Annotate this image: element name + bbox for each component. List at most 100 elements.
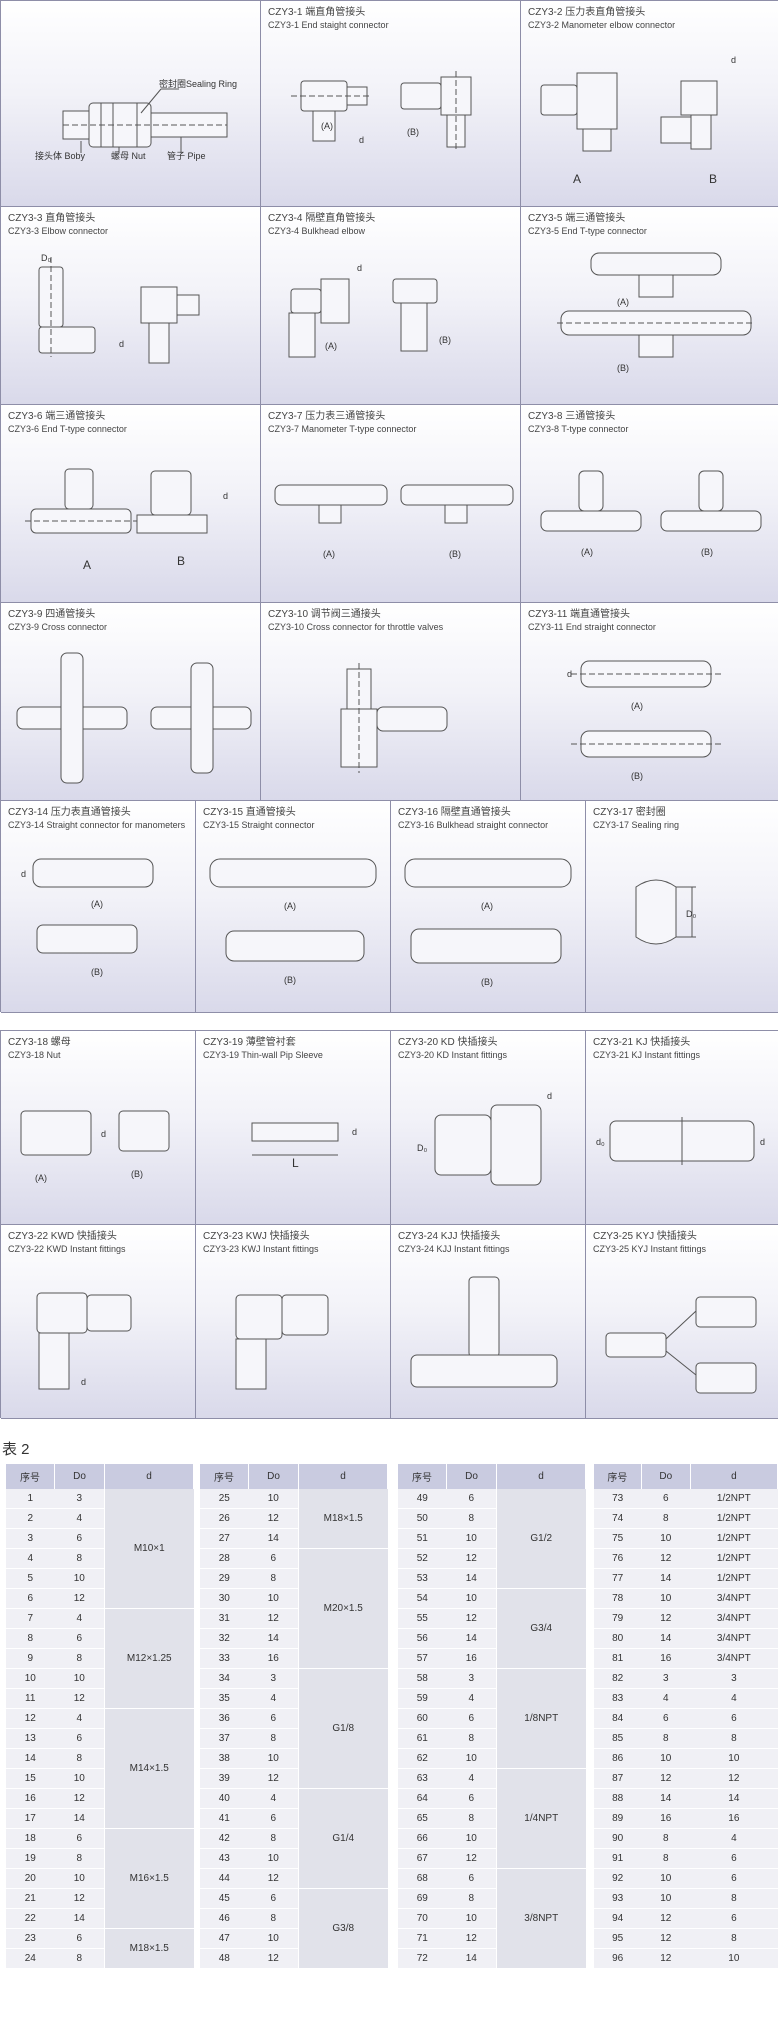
czy3-22-label-d: d: [81, 1377, 86, 1387]
czy3-11-label-a: (A): [631, 701, 643, 711]
czy3-20-title-en: CZY3-20 KD Instant fittings: [398, 1050, 508, 1060]
cell-do: 12: [641, 1548, 691, 1569]
cell-do: 8: [446, 1728, 497, 1749]
cell-no: 79: [594, 1608, 642, 1629]
cell-do: 4: [248, 1688, 299, 1709]
czy3-16-label-a: (A): [481, 901, 493, 911]
header-no: 序号: [594, 1464, 642, 1489]
czy3-2-label-d: d: [731, 55, 736, 65]
czy3-19-title-en: CZY3-19 Thin-wall Pip Sleeve: [203, 1050, 323, 1060]
czy3-5-drawing: (A) (B): [557, 252, 755, 373]
cell-d: 4: [690, 1688, 778, 1709]
czy3-21-title-en: CZY3-21 KJ Instant fittings: [593, 1050, 701, 1060]
czy3-8-label-a: (A): [581, 547, 593, 557]
cell-no: 78: [594, 1588, 642, 1609]
cell-no: 71: [398, 1928, 447, 1949]
czy3-24-drawing: [410, 1276, 558, 1388]
czy3-16-title-zh: CZY3-16 隔壁直通管接头: [398, 807, 511, 818]
cell-no: 42: [200, 1828, 249, 1849]
cell-do: 14: [446, 1948, 497, 1969]
cell-do: 12: [248, 1508, 299, 1529]
czy3-6-label-b: B: [177, 554, 185, 568]
cell-no: 66: [398, 1828, 447, 1849]
cell-no: 96: [594, 1948, 642, 1969]
cell-no: 62: [398, 1748, 447, 1769]
header-no: 序号: [200, 1464, 249, 1489]
nut-label: 螺母 Nut: [111, 151, 146, 161]
cell-d: M20×1.5: [298, 1548, 388, 1669]
cell-d: 1/2NPT: [690, 1508, 778, 1529]
cell-no: 59: [398, 1688, 447, 1709]
cell-do: 10: [446, 1528, 497, 1549]
cell-no: 13: [6, 1728, 55, 1749]
czy3-11-label-b: (B): [631, 771, 643, 781]
fittings-catalog-grid: 密封圈Sealing Ring 接头体 Boby 螺母 Nut 管子 Pipe …: [0, 0, 778, 1013]
assembly-diagram: 密封圈Sealing Ring 接头体 Boby 螺母 Nut 管子 Pipe: [35, 78, 237, 161]
cell-do: 8: [641, 1828, 691, 1849]
cell-no: 50: [398, 1508, 447, 1529]
header-do: Do: [446, 1464, 497, 1489]
czy3-22-title-en: CZY3-22 KWD Instant fittings: [8, 1244, 126, 1254]
cell-do: 4: [248, 1788, 299, 1809]
cell-do: 14: [446, 1568, 497, 1589]
cell-no: 18: [6, 1828, 55, 1849]
cell-do: 10: [248, 1848, 299, 1869]
cell-d: 8: [690, 1888, 778, 1909]
cell-d: 1/2NPT: [690, 1548, 778, 1569]
cell-d: M14×1.5: [104, 1708, 194, 1829]
cell-do: 10: [54, 1568, 105, 1589]
cell-d: M10×1: [104, 1489, 194, 1609]
cell-no: 76: [594, 1548, 642, 1569]
cell-no: 51: [398, 1528, 447, 1549]
czy3-2-label-a: A: [573, 172, 581, 186]
czy3-23-drawing: [235, 1294, 329, 1390]
czy3-11-title-zh: CZY3-11 端直通管接头: [528, 609, 631, 620]
cell-no: 3: [6, 1528, 55, 1549]
czy3-8-label-b: (B): [701, 547, 713, 557]
cell-do: 6: [641, 1708, 691, 1729]
cell-no: 83: [594, 1688, 642, 1709]
czy3-5-label-b: (B): [617, 363, 629, 373]
czy3-10-title-en: CZY3-10 Cross connector for throttle val…: [268, 622, 444, 632]
cell-do: 4: [641, 1688, 691, 1709]
cell-no: 75: [594, 1528, 642, 1549]
cell-d: 3/4NPT: [690, 1628, 778, 1649]
cell-no: 74: [594, 1508, 642, 1529]
cell-no: 87: [594, 1768, 642, 1789]
czy3-9-title-zh: CZY3-9 四通管接头: [8, 609, 96, 620]
cell-no: 45: [200, 1888, 249, 1909]
cell-do: 8: [54, 1848, 105, 1869]
cell-do: 12: [446, 1848, 497, 1869]
czy3-15-label-b: (B): [284, 975, 296, 985]
czy3-18-label-d: d: [101, 1129, 106, 1139]
czy3-25-title-en: CZY3-25 KYJ Instant fittings: [593, 1244, 707, 1254]
